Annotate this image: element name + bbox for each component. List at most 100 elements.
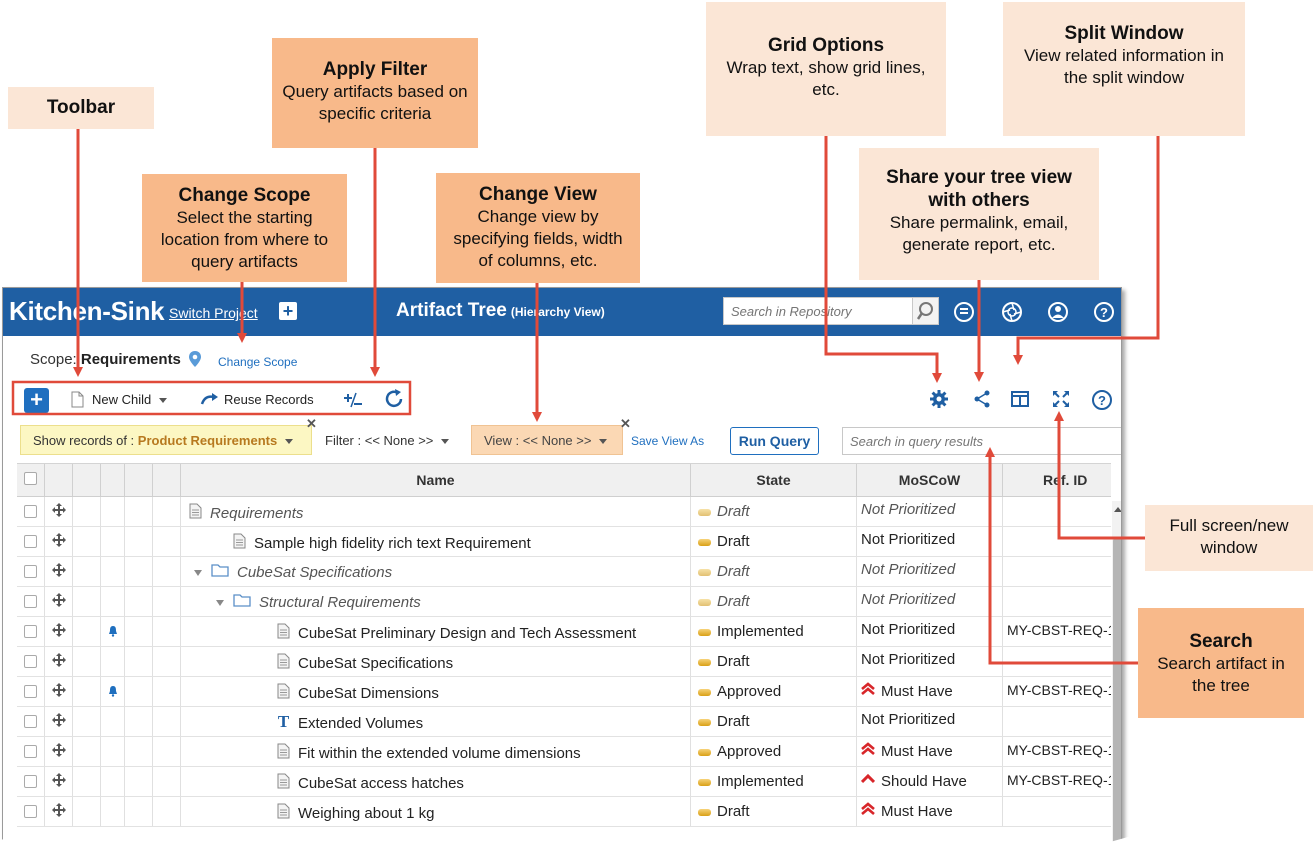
user-icon[interactable] <box>1047 301 1069 323</box>
row-checkbox[interactable] <box>24 775 37 788</box>
row-name-text[interactable]: CubeSat Dimensions <box>298 684 439 702</box>
reuse-records-button[interactable]: Reuse Records <box>224 392 314 407</box>
expand-toggle-icon[interactable] <box>215 594 225 611</box>
row-name-text[interactable]: Weighing about 1 kg <box>298 804 435 822</box>
dashboard-icon[interactable] <box>953 301 975 323</box>
switch-project-link[interactable]: Switch Project <box>169 305 258 321</box>
row-name-text[interactable]: Requirements <box>210 504 304 522</box>
row-c4 <box>101 677 125 706</box>
bell-icon[interactable] <box>108 624 118 641</box>
repository-search-input[interactable] <box>724 298 912 324</box>
row-ref-id-cell <box>1003 497 1111 526</box>
add-button[interactable]: + <box>24 388 49 413</box>
refresh-icon[interactable] <box>383 388 405 410</box>
column-header-name[interactable]: Name <box>181 464 691 496</box>
help-icon[interactable]: ? <box>1093 301 1115 323</box>
row-c3 <box>73 587 101 616</box>
move-icon[interactable] <box>52 683 66 701</box>
row-c3 <box>73 557 101 586</box>
gear-icon[interactable] <box>929 389 949 409</box>
page-title-text: Artifact Tree <box>396 300 507 321</box>
row-name-text[interactable]: Sample high fidelity rich text Requireme… <box>254 534 531 552</box>
row-checkbox[interactable] <box>24 655 37 668</box>
scope-value: Requirements <box>80 351 181 368</box>
new-child-button[interactable]: New Child <box>92 392 168 407</box>
column-header-state[interactable]: State <box>691 464 857 496</box>
row-name-text[interactable]: CubeSat Preliminary Design and Tech Asse… <box>298 624 637 642</box>
run-query-button[interactable]: Run Query <box>730 427 819 455</box>
row-checkbox[interactable] <box>24 505 37 518</box>
callout-apply-filter-title: Apply Filter <box>322 59 428 80</box>
column-header-moscow[interactable]: MoSCoW <box>857 464 1003 496</box>
move-icon[interactable] <box>52 803 66 821</box>
move-icon[interactable] <box>52 743 66 761</box>
row-checkbox[interactable] <box>24 535 37 548</box>
row-name-text[interactable]: Extended Volumes <box>298 714 424 732</box>
share-icon[interactable] <box>972 389 992 409</box>
close-icon[interactable]: ✕ <box>620 416 631 431</box>
table-row[interactable]: Fit within the extended volume dimension… <box>17 737 1111 767</box>
scroll-up-icon[interactable] <box>1114 507 1121 512</box>
table-row[interactable]: Sample high fidelity rich text Requireme… <box>17 527 1111 557</box>
move-icon[interactable] <box>52 533 66 551</box>
show-records-dropdown[interactable]: Show records of : Product Requirements <box>20 425 312 455</box>
row-name-text[interactable]: Fit within the extended volume dimension… <box>298 744 581 762</box>
move-icon[interactable] <box>52 563 66 581</box>
plus-minus-icon[interactable] <box>342 390 364 410</box>
scroll-thumb[interactable] <box>1113 539 1121 865</box>
row-moscow-text: Not Prioritized <box>861 591 956 608</box>
callout-change-view-desc: Change view by specifying fields, width … <box>453 207 623 270</box>
row-checkbox[interactable] <box>24 805 37 818</box>
top-header-bar: Kitchen-Sink Switch Project + Artifact T… <box>3 288 1121 336</box>
fullscreen-icon[interactable] <box>1051 389 1071 409</box>
row-name: CubeSat Dimensions <box>277 683 439 703</box>
aperture-icon[interactable] <box>1001 301 1023 323</box>
search-button[interactable] <box>912 298 938 324</box>
app-window: Kitchen-Sink Switch Project + Artifact T… <box>2 287 1122 866</box>
change-scope-link[interactable]: Change Scope <box>218 355 298 369</box>
move-icon[interactable] <box>52 503 66 521</box>
grid-help-icon[interactable]: ? <box>1091 389 1113 411</box>
row-name-text[interactable]: CubeSat access hatches <box>298 774 464 792</box>
move-icon[interactable] <box>52 653 66 671</box>
view-dropdown[interactable]: View : << None >> <box>471 425 623 455</box>
move-icon[interactable] <box>52 713 66 731</box>
bell-icon[interactable] <box>108 684 118 701</box>
row-checkbox[interactable] <box>24 625 37 638</box>
row-checkbox[interactable] <box>24 715 37 728</box>
vertical-scrollbar[interactable] <box>1112 501 1121 865</box>
close-icon[interactable]: ✕ <box>306 416 317 431</box>
save-view-as-link[interactable]: Save View As <box>631 434 705 448</box>
row-checkbox[interactable] <box>24 745 37 758</box>
move-icon[interactable] <box>52 593 66 611</box>
row-ref-id-cell <box>1003 797 1111 826</box>
query-search-input[interactable] <box>843 428 1113 454</box>
split-window-icon[interactable] <box>1010 389 1030 409</box>
add-icon[interactable]: + <box>279 302 297 320</box>
expand-toggle-icon[interactable] <box>193 564 203 581</box>
header-move-cell <box>45 464 73 496</box>
row-state-text: Draft <box>717 803 750 820</box>
move-icon[interactable] <box>52 623 66 641</box>
row-checkbox[interactable] <box>24 565 37 578</box>
filter-dropdown[interactable]: Filter : << None >> <box>325 433 450 448</box>
move-icon[interactable] <box>52 773 66 791</box>
select-all-checkbox[interactable] <box>24 472 37 485</box>
row-c6 <box>153 707 181 736</box>
row-name-text[interactable]: Structural Requirements <box>259 593 421 611</box>
row-checkbox[interactable] <box>24 685 37 698</box>
row-name-text[interactable]: CubeSat Specifications <box>237 563 393 581</box>
row-checkbox[interactable] <box>24 595 37 608</box>
column-header-ref-id[interactable]: Ref. ID <box>1043 472 1088 488</box>
table-row[interactable]: CubeSat Preliminary Design and Tech Asse… <box>17 617 1111 647</box>
folder-icon <box>211 563 229 581</box>
row-name-text[interactable]: CubeSat Specifications <box>298 654 454 672</box>
